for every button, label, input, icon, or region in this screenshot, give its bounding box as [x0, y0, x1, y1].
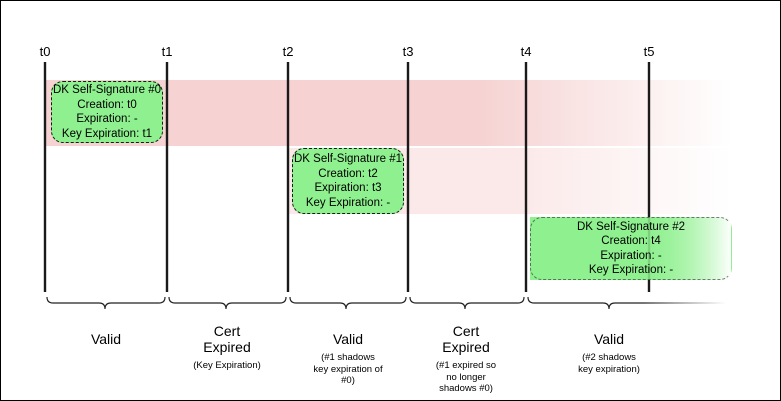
period-0-title: Valid: [90, 331, 122, 347]
period-label-0: Valid: [46, 331, 166, 352]
period-4-title: Valid: [593, 331, 625, 347]
period-label-4: Valid (#2 shadows key expiration): [549, 331, 669, 375]
period-2-title: Valid: [332, 331, 364, 347]
signature-2-title: DK Self-Signature #2: [576, 220, 686, 233]
signature-box-2: DK Self-Signature #2 Creation: t4 Expira…: [530, 217, 732, 280]
period-1-title: Cert Expired: [203, 323, 251, 355]
signature-2-key-expiration: Key Expiration: -: [588, 264, 674, 276]
tick-label-t1: t1: [161, 44, 173, 59]
tick-label-t3: t3: [402, 44, 414, 59]
period-4-subtitle: (#2 shadows key expiration): [578, 352, 640, 375]
period-label-3: Cert Expired (#1 expired so no longer sh…: [406, 323, 526, 395]
tick-label-t4: t4: [520, 44, 532, 59]
signature-1-key-expiration: Key Expiration: -: [305, 196, 391, 209]
period-1-subtitle: (Key Expiration): [193, 360, 261, 371]
signature-0-creation: Creation: t0: [77, 98, 137, 111]
brace-period-1: [168, 296, 287, 310]
signature-1-title: DK Self-Signature #1: [293, 153, 403, 165]
brace-period-2: [289, 296, 407, 310]
signature-0-key-expiration: Key Expiration: t1: [61, 127, 153, 140]
tick-label-t5: t5: [643, 44, 655, 59]
signature-0-title: DK Self-Signature #0: [52, 84, 162, 96]
period-label-2: Valid (#1 shadows key expiration of #0): [288, 331, 408, 387]
period-3-subtitle: (#1 expired so no longer shadows #0): [435, 360, 497, 394]
period-3-title: Cert Expired: [442, 323, 490, 355]
period-label-1: Cert Expired (Key Expiration): [167, 323, 287, 372]
brace-period-0: [46, 296, 166, 310]
signature-1-creation: Creation: t2: [318, 167, 378, 180]
period-2-subtitle: (#1 shadows key expiration of #0): [313, 352, 383, 386]
signature-2-expiration: Expiration: -: [600, 249, 662, 262]
tick-label-t2: t2: [282, 44, 294, 59]
signature-box-1: DK Self-Signature #1 Creation: t2 Expira…: [292, 148, 404, 214]
period-braces: [46, 296, 726, 310]
tick-label-t0: t0: [39, 44, 51, 59]
signature-box-0: DK Self-Signature #0 Creation: t0 Expira…: [51, 81, 163, 143]
signature-2-creation: Creation: t4: [601, 235, 661, 247]
signature-0-expiration: Expiration: -: [76, 113, 138, 125]
signature-1-expiration: Expiration: t3: [314, 182, 382, 194]
brace-period-3: [409, 296, 525, 310]
brace-period-4: [527, 296, 726, 310]
